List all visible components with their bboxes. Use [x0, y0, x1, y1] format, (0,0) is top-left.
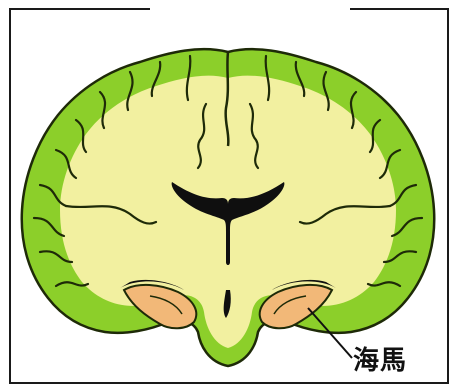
- hippocampus-label: 海馬: [353, 348, 407, 374]
